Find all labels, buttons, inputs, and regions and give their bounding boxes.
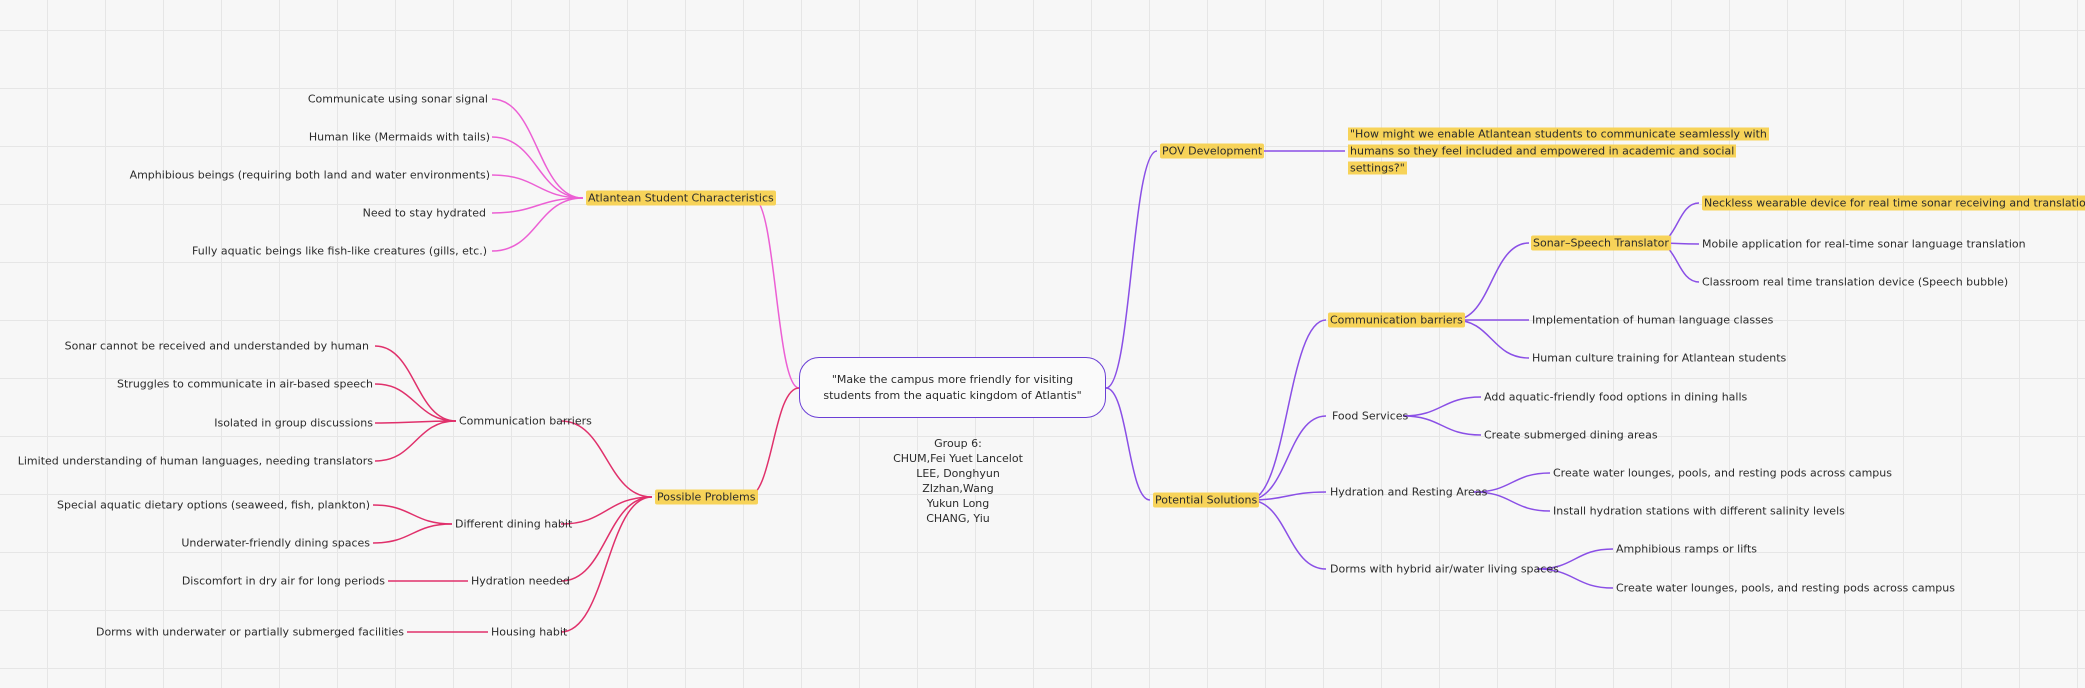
leaf-problem-isolated[interactable]: Isolated in group discussions	[214, 416, 373, 430]
node-pov-development[interactable]: POV Development	[1160, 143, 1265, 159]
leaf-problem-diet[interactable]: Special aquatic dietary options (seaweed…	[57, 498, 370, 512]
leaf-atlantean-sonar[interactable]: Communicate using sonar signal	[307, 92, 488, 106]
connector-line	[560, 420, 653, 498]
connector-line	[374, 420, 457, 462]
connector-line	[1473, 491, 1551, 512]
leaf-solution-mobile-app[interactable]: Mobile application for real-time sonar l…	[1702, 237, 2026, 251]
connector-line	[372, 523, 453, 544]
node-problem-communication[interactable]: Communication barriers	[459, 414, 592, 428]
connector-line	[1248, 491, 1327, 501]
connector-line	[1248, 319, 1327, 501]
connector-line	[1402, 396, 1482, 417]
leaf-solution-language-classes[interactable]: Implementation of human language classes	[1532, 313, 1774, 327]
connector-line	[1453, 242, 1530, 321]
central-topic-text: "Make the campus more friendly for visit…	[823, 372, 1082, 402]
pov-question[interactable]: "How might we enable Atlantean students …	[1348, 127, 1769, 175]
group-title: Group 6:	[934, 437, 982, 450]
node-problem-dining[interactable]: Different dining habit	[455, 517, 573, 531]
group-member: LEE, Donghyun	[916, 467, 1000, 480]
node-problem-hydration[interactable]: Hydration needed	[471, 574, 570, 588]
connector-line	[491, 197, 584, 252]
connector-line	[1105, 150, 1158, 389]
connector-line	[1453, 319, 1530, 359]
leaf-atlantean-humanlike[interactable]: Human like (Mermaids with tails)	[308, 130, 490, 144]
leaf-solution-dorm-lounges[interactable]: Create water lounges, pools, and resting…	[1616, 581, 1955, 595]
node-solution-dorms[interactable]: Dorms with hybrid air/water living space…	[1330, 562, 1559, 576]
group-member: CHANG, Yiu	[926, 512, 990, 525]
leaf-atlantean-amphibious[interactable]: Amphibious beings (requiring both land a…	[129, 168, 490, 182]
connector-line	[491, 197, 584, 214]
node-sonar-speech-translator[interactable]: Sonar–Speech Translator	[1531, 235, 1671, 251]
node-atlantean-characteristics[interactable]: Atlantean Student Characteristics	[586, 190, 776, 206]
group-members: Group 6: CHUM,Fei Yuet Lancelot LEE, Don…	[893, 436, 1023, 526]
connector-line	[1473, 472, 1551, 493]
leaf-problem-dorms[interactable]: Dorms with underwater or partially subme…	[95, 625, 404, 639]
leaf-problem-air-speech[interactable]: Struggles to communicate in air-based sp…	[117, 377, 373, 391]
leaf-solution-water-lounges[interactable]: Create water lounges, pools, and resting…	[1553, 466, 1892, 480]
connector-line	[752, 197, 800, 389]
connector-line	[560, 496, 653, 633]
node-solution-food[interactable]: Food Services	[1332, 409, 1409, 423]
leaf-atlantean-hydrated[interactable]: Need to stay hydrated	[362, 206, 486, 220]
connector-line	[491, 174, 584, 199]
connector-line	[374, 383, 457, 422]
connector-line	[746, 387, 800, 498]
connector-line	[1402, 415, 1482, 436]
group-member: ZIzhan,Wang	[922, 482, 994, 495]
leaf-problem-dry-air[interactable]: Discomfort in dry air for long periods	[181, 574, 385, 588]
leaf-solution-neckless-device[interactable]: Neckless wearable device for real time s…	[1702, 195, 2085, 211]
connector-line	[560, 496, 653, 525]
connector-line	[374, 420, 457, 424]
leaf-problem-dining-spaces[interactable]: Underwater-friendly dining spaces	[181, 536, 370, 550]
connector-line	[560, 496, 653, 582]
connector-line	[1248, 499, 1327, 570]
connector-line	[491, 136, 584, 199]
leaf-solution-culture-training[interactable]: Human culture training for Atlantean stu…	[1532, 351, 1787, 365]
group-member: Yukun Long	[926, 497, 990, 510]
connector-line	[1105, 387, 1151, 501]
node-solution-communication[interactable]: Communication barriers	[1328, 312, 1465, 328]
node-potential-solutions[interactable]: Potential Solutions	[1153, 492, 1260, 508]
connector-line	[372, 504, 453, 525]
leaf-solution-submerged-dining[interactable]: Create submerged dining areas	[1484, 428, 1658, 442]
leaf-solution-hydration-stations[interactable]: Install hydration stations with differen…	[1553, 504, 1845, 518]
group-member: CHUM,Fei Yuet Lancelot	[893, 452, 1023, 465]
leaf-solution-food-options[interactable]: Add aquatic-friendly food options in din…	[1484, 390, 1748, 404]
leaf-solution-classroom-device[interactable]: Classroom real time translation device (…	[1702, 275, 2009, 289]
central-topic[interactable]: "Make the campus more friendly for visit…	[799, 357, 1106, 418]
node-possible-problems[interactable]: Possible Problems	[655, 489, 758, 505]
leaf-atlantean-fully-aquatic[interactable]: Fully aquatic beings like fish-like crea…	[192, 244, 487, 258]
node-solution-hydration[interactable]: Hydration and Resting Areas	[1330, 485, 1488, 499]
connector-line	[1248, 415, 1327, 501]
connector-line	[374, 345, 457, 422]
leaf-problem-sonar[interactable]: Sonar cannot be received and understande…	[64, 339, 369, 353]
leaf-problem-language[interactable]: Limited understanding of human languages…	[17, 454, 373, 468]
leaf-solution-ramps[interactable]: Amphibious ramps or lifts	[1616, 542, 1757, 556]
connector-line	[1536, 548, 1614, 570]
node-problem-housing[interactable]: Housing habit	[491, 625, 568, 639]
connector-line	[1536, 568, 1614, 589]
connector-line	[491, 98, 584, 199]
